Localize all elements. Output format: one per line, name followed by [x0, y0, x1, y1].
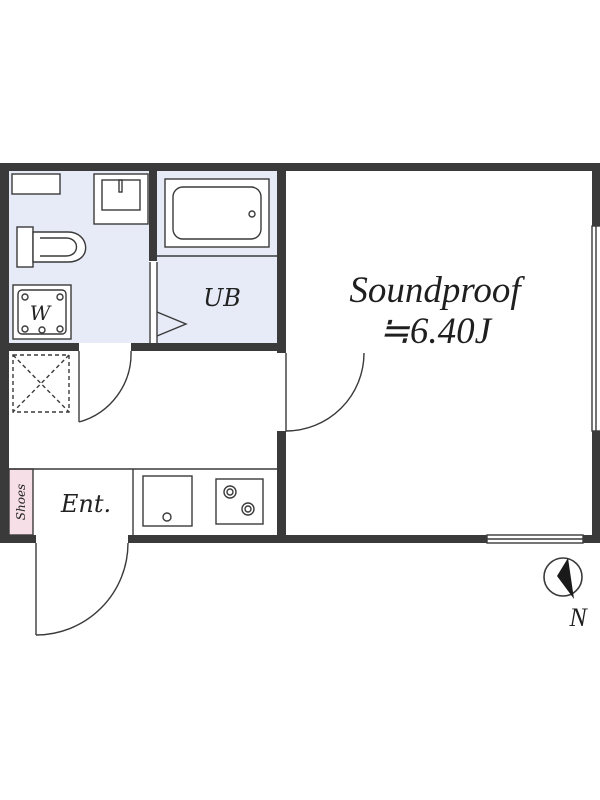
bath-label: UB — [203, 284, 241, 312]
doors — [35, 350, 365, 636]
fixtures — [9, 173, 277, 535]
entrance-label: Ent. — [60, 490, 111, 518]
main-room-size: ≒6.40J — [379, 311, 493, 352]
compass-north-label: N — [568, 603, 588, 632]
walls — [0, 163, 600, 543]
main-room-label: Soundproof — [349, 270, 525, 311]
shoes-label: Shoes — [14, 484, 28, 520]
compass-needle-icon — [557, 558, 574, 599]
washer-label: W — [30, 301, 52, 325]
compass: N — [543, 557, 588, 632]
windows — [486, 225, 600, 544]
